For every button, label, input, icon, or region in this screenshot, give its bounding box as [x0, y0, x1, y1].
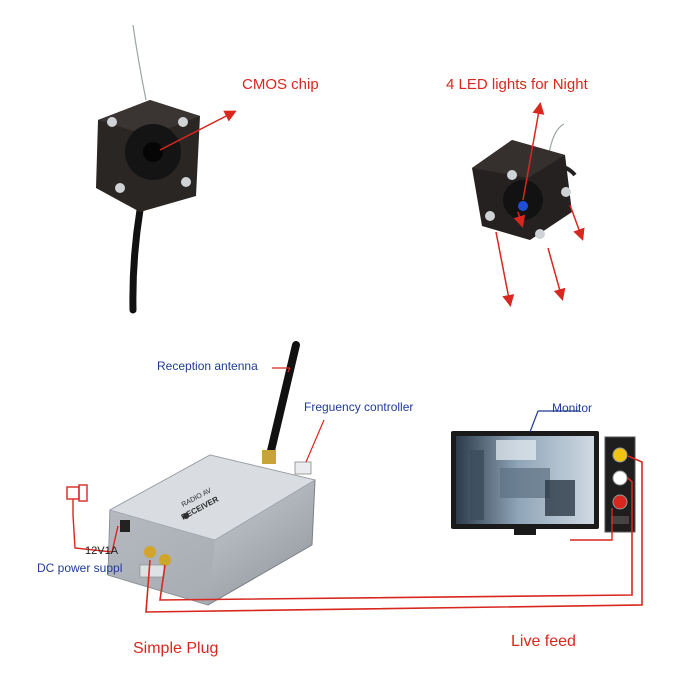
monitor-icon	[451, 431, 599, 535]
frequency-leader	[305, 419, 325, 463]
led-arrow-3	[569, 204, 585, 241]
cmos-chip-label: CMOS chip	[242, 76, 319, 93]
cmos-arrow	[159, 110, 237, 151]
live-feed-label: Live feed	[511, 633, 576, 650]
monitor-cable	[570, 508, 613, 541]
receiver-antenna	[266, 341, 300, 459]
monitor-stand	[514, 529, 536, 535]
monitor-label: Monitor	[552, 401, 593, 415]
receiver-icon	[107, 341, 317, 606]
camera-antenna-wire	[132, 24, 147, 101]
frequency-knob	[294, 461, 312, 475]
led-lights-label: 4 LED lights for Night	[446, 76, 588, 93]
dc-power-label: DC power suppl	[37, 561, 123, 575]
led-camera-lens	[518, 201, 528, 211]
led-arrow-2	[547, 247, 566, 301]
reception-antenna-label: Reception antenna	[157, 359, 258, 373]
live-feed-cable-1	[145, 455, 643, 613]
led-arrow-4	[513, 211, 526, 228]
antenna-connector	[262, 450, 276, 464]
receiver-led	[183, 513, 189, 519]
power-cable	[72, 514, 119, 553]
power-plug-icon	[66, 484, 88, 515]
live-feed-cable-2	[159, 477, 633, 601]
led-arrow-1	[495, 231, 515, 307]
camera-lens	[143, 142, 163, 162]
av-panel-icon	[604, 436, 636, 533]
frequency-controller-label: Freguency controller	[304, 400, 414, 414]
camera-cable	[129, 206, 144, 314]
av-port-1	[144, 546, 156, 558]
led-arrow-up	[522, 102, 545, 201]
av-port-2	[159, 554, 171, 566]
voltage-label: 12V1A	[85, 545, 119, 557]
led-camera-icon	[472, 123, 577, 240]
camera-icon	[96, 24, 200, 314]
dc-port	[120, 520, 130, 532]
simple-plug-label: Simple Plug	[133, 640, 219, 657]
